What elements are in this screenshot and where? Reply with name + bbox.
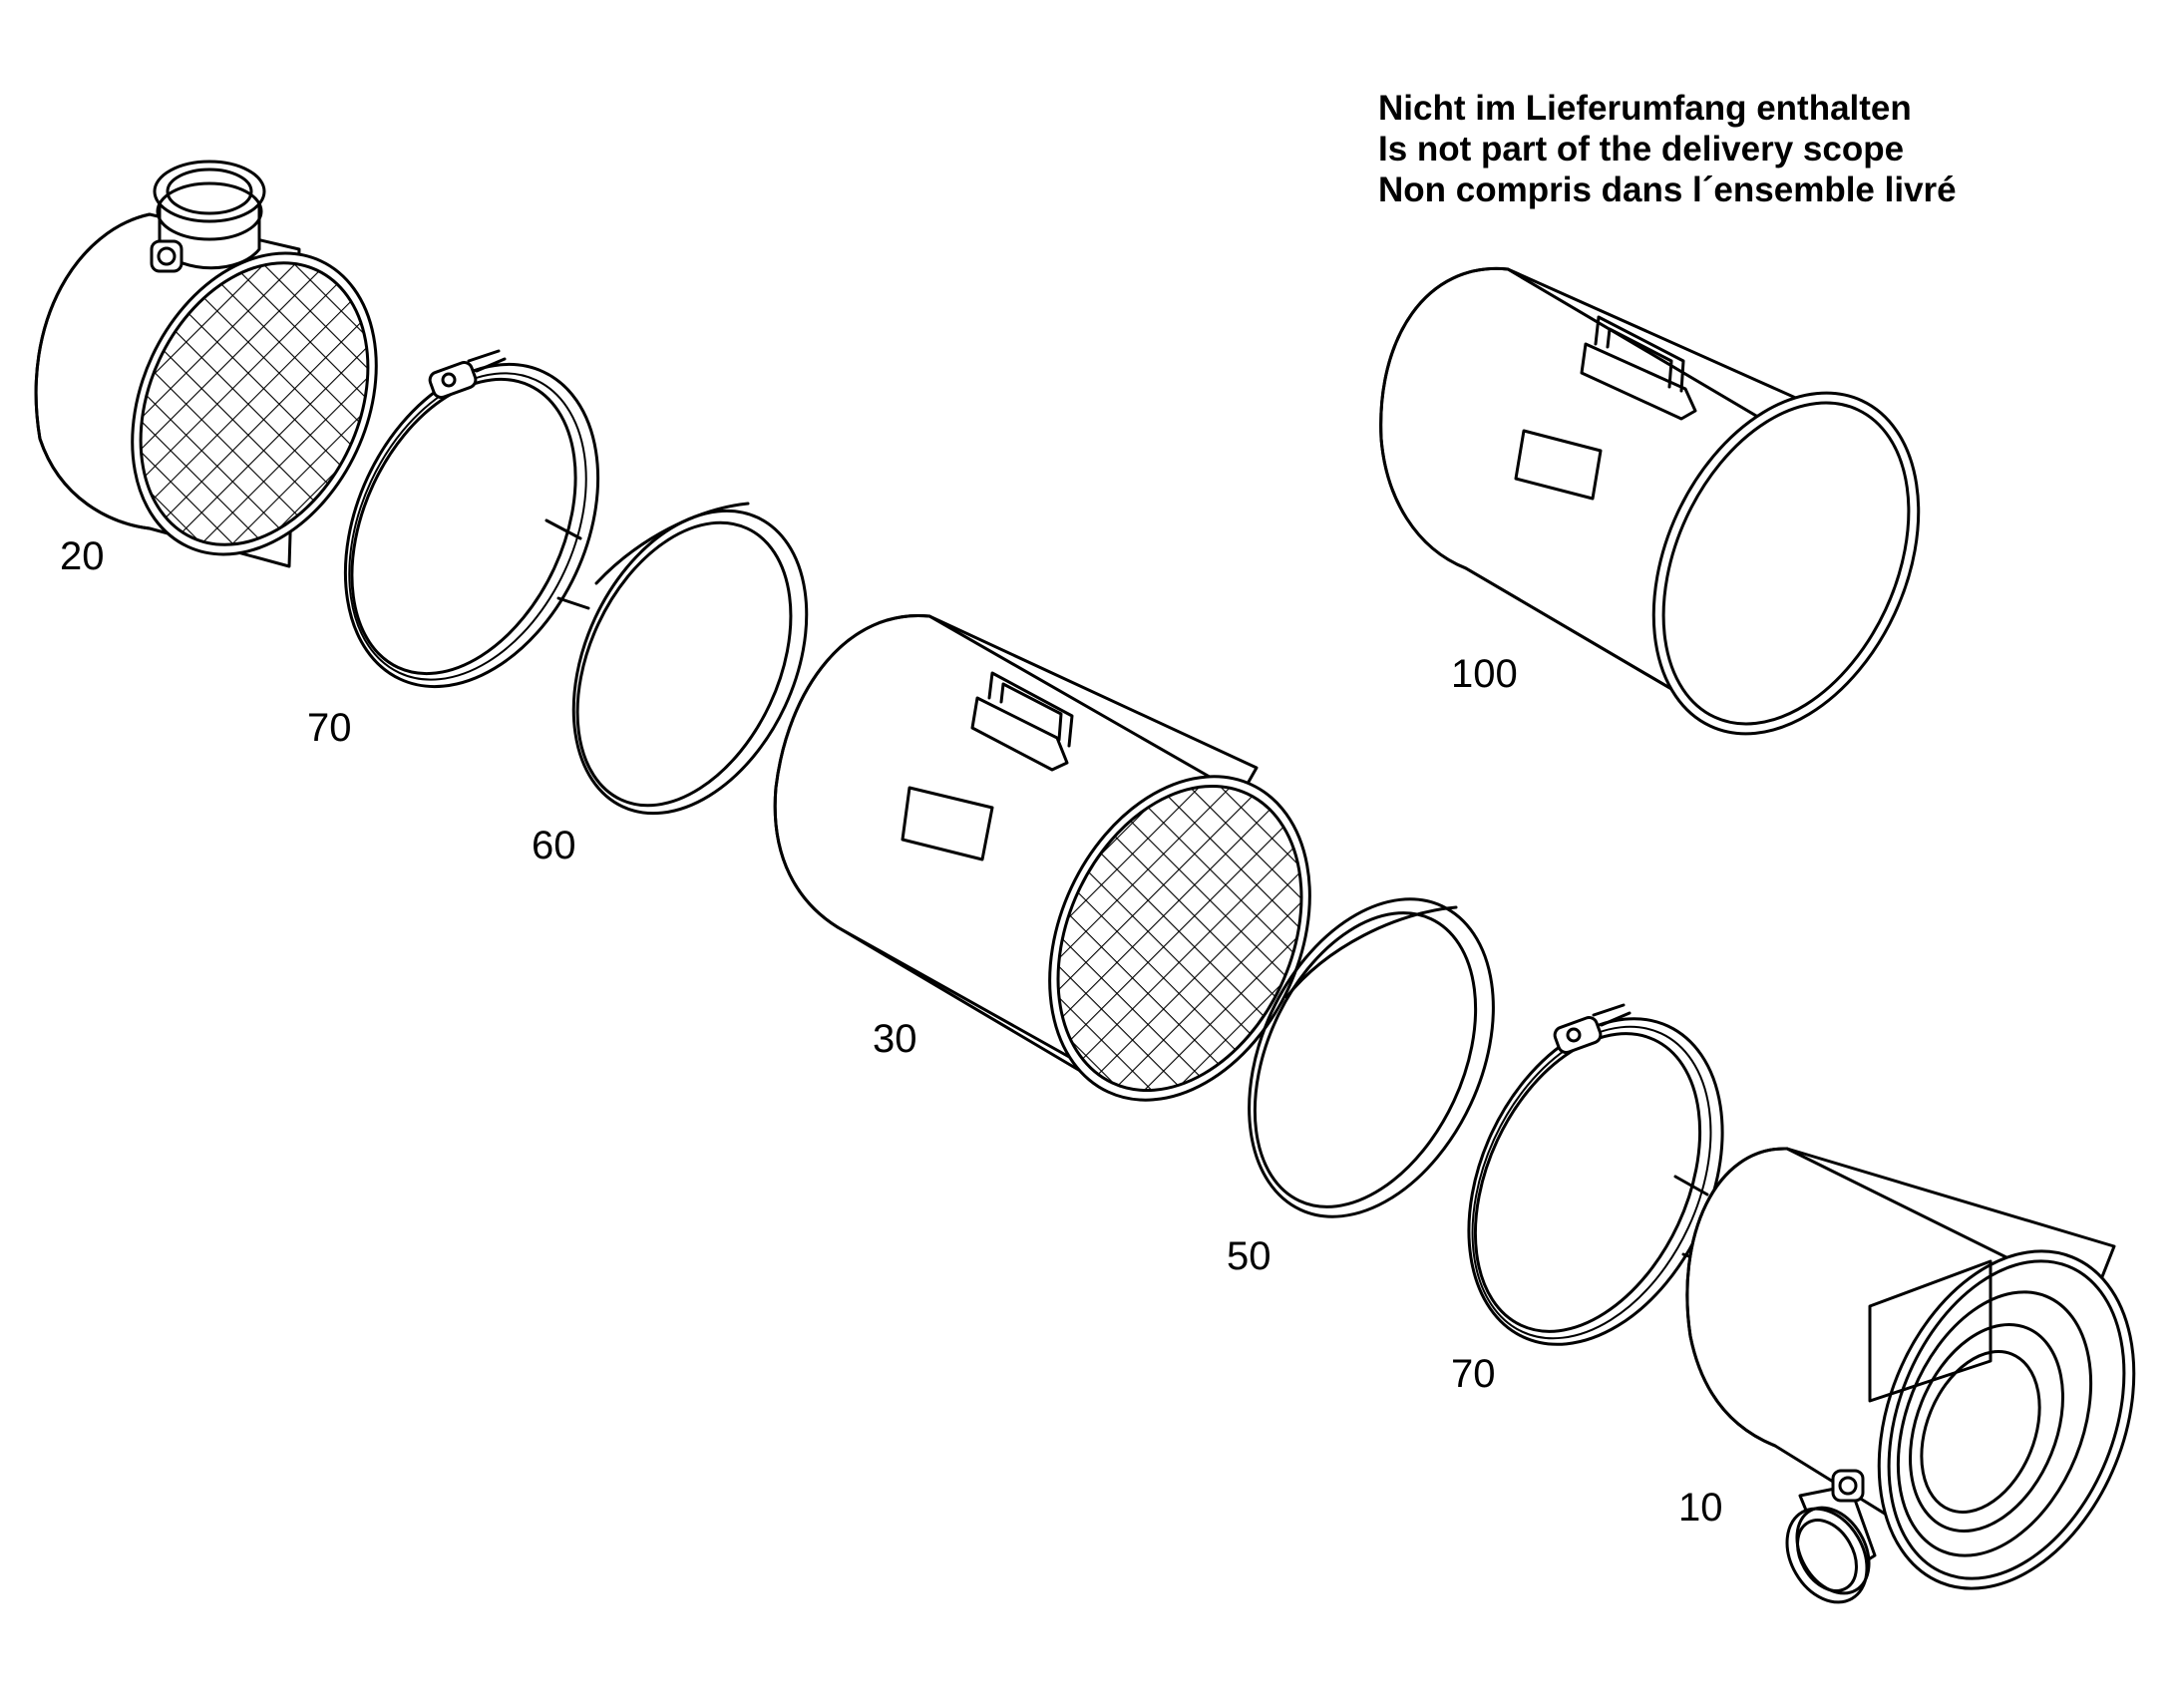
part-100-filter-element: [1379, 266, 1921, 736]
part-60-seal-ring: [571, 502, 809, 816]
label-part-50: 50: [1227, 1234, 1272, 1278]
delivery-scope-note: Nicht im Lieferumfang enthalten Is not p…: [1378, 88, 1957, 210]
part-20-housing: [34, 160, 412, 582]
note-line-en: Is not part of the delivery scope: [1378, 130, 1905, 169]
label-part-30: 30: [873, 1017, 917, 1061]
part-50-seal-ring: [1248, 897, 1495, 1218]
part-70-clamp-right: [1467, 1003, 1724, 1346]
label-part-70-left: 70: [307, 706, 352, 750]
note-line-fr: Non compris dans l´ensemble livré: [1378, 171, 1957, 209]
label-part-20: 20: [60, 534, 105, 578]
part-70-clamp-left: [343, 349, 600, 689]
label-part-60: 60: [532, 824, 576, 867]
note-line-de: Nicht im Lieferumfang enthalten: [1378, 89, 1912, 128]
label-part-70-right: 70: [1451, 1352, 1496, 1396]
label-part-10: 10: [1678, 1486, 1723, 1530]
part-30-filter-element: [773, 613, 1336, 1131]
part-10-housing: [1685, 1147, 2136, 1604]
label-part-100: 100: [1451, 652, 1518, 696]
